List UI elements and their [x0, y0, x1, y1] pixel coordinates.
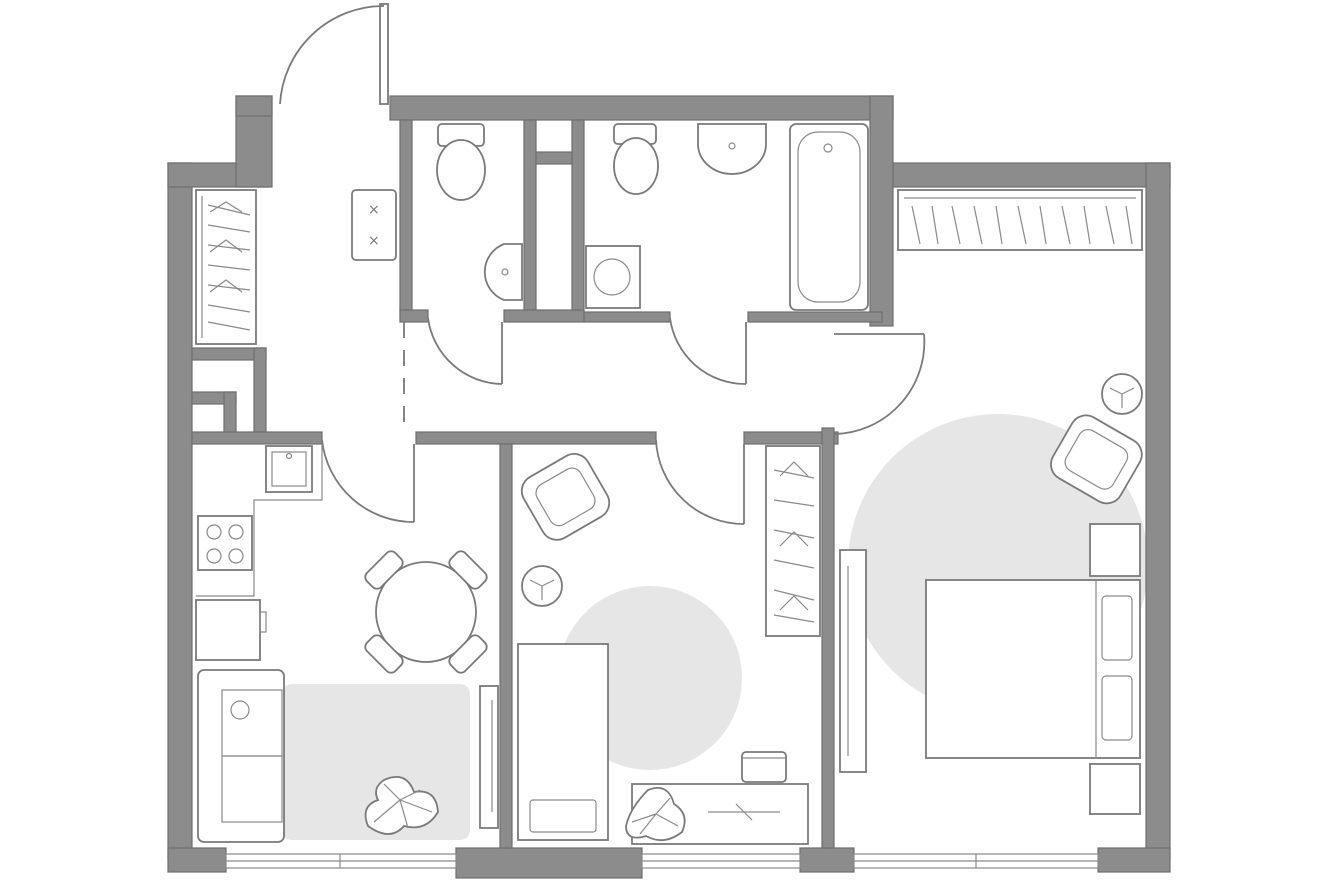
- houseplant-icon: [625, 786, 686, 842]
- walls: [167, 95, 1171, 879]
- kitchen-door-icon: [321, 439, 415, 523]
- wardrobe-icon: [765, 445, 821, 637]
- bathroom-door-icon: [669, 317, 747, 385]
- washbasin-icon: [697, 123, 767, 175]
- stool-icon: [741, 751, 787, 783]
- wc-toilet-icon: [613, 123, 659, 195]
- wc-door-icon: [427, 317, 503, 385]
- houseplant-icon: [364, 776, 439, 835]
- electrical-panel-icon: × ×: [351, 189, 397, 261]
- radiator-icon: [479, 685, 499, 829]
- svg-text:×: ×: [368, 202, 380, 218]
- interior-doors: [321, 317, 926, 525]
- washbasin-icon: [483, 243, 523, 301]
- wardrobe-icon: [195, 189, 257, 345]
- sofa-icon: [197, 669, 285, 843]
- nightstand-icon: [1089, 523, 1141, 577]
- washing-machine-icon: [585, 245, 641, 309]
- wc-toilet-icon: [436, 123, 486, 201]
- kitchen-counter: [196, 444, 323, 597]
- nightstand-icon: [1089, 763, 1141, 815]
- bathtub-icon: [789, 123, 869, 311]
- chair-icon: [364, 634, 404, 674]
- fridge-icon: [195, 599, 267, 661]
- svg-text:×: ×: [368, 233, 380, 249]
- dining-table-icon: [364, 550, 488, 674]
- bed-icon: [925, 579, 1141, 759]
- cooktop-icon: [197, 515, 253, 571]
- bedroom-door-icon: [833, 333, 926, 435]
- bed-icon: [517, 643, 609, 841]
- windows: [225, 853, 1099, 869]
- armchair-icon: [1050, 414, 1143, 505]
- radiator-icon: [839, 549, 867, 773]
- chair-icon: [448, 550, 488, 590]
- zone-shading: [282, 414, 1148, 840]
- kitchen-sink-icon: [265, 445, 313, 493]
- chair-icon: [364, 550, 404, 590]
- chair-icon: [448, 634, 488, 674]
- ceiling-light-icon: [521, 565, 563, 607]
- entrance-door-icon: [279, 3, 389, 105]
- armchair-icon: [520, 453, 611, 541]
- children-room-door-icon: [655, 439, 745, 525]
- ceiling-light-icon: [1101, 373, 1143, 415]
- wardrobe-icon: [897, 189, 1143, 251]
